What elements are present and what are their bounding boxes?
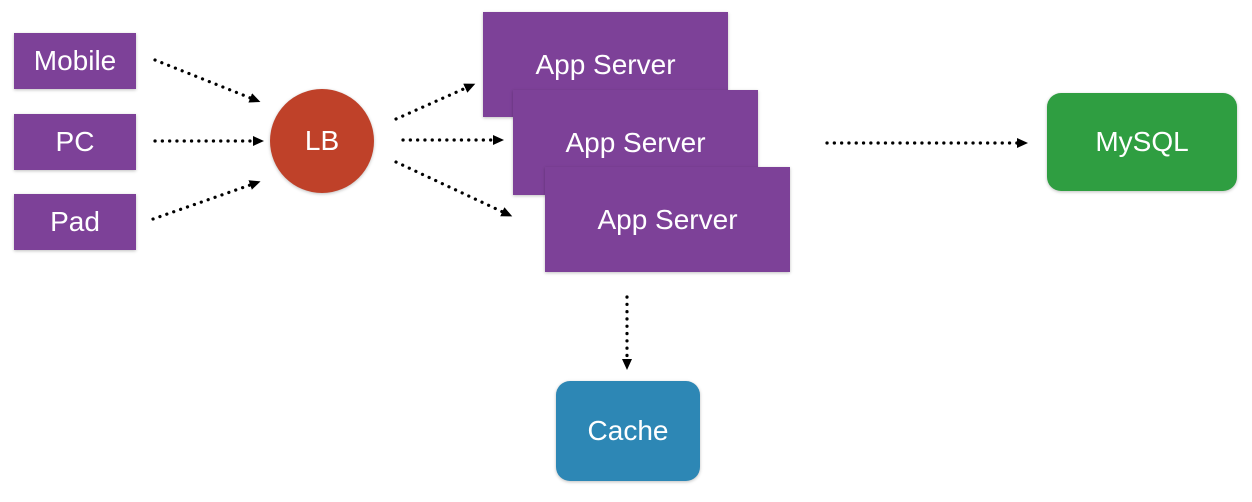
node-cache: Cache xyxy=(556,381,700,481)
edge-pad-lb xyxy=(151,180,261,221)
node-pc: PC xyxy=(14,114,136,170)
node-load-balancer: LB xyxy=(270,89,374,193)
node-mobile: Mobile xyxy=(14,33,136,89)
node-app-server-3: App Server xyxy=(545,167,790,272)
node-mysql: MySQL xyxy=(1047,93,1237,191)
edge-lb-appserver1 xyxy=(394,83,476,121)
node-pad: Pad xyxy=(14,194,136,250)
edge-lb-appserver3 xyxy=(394,160,513,217)
edge-mobile-lb xyxy=(153,58,261,103)
